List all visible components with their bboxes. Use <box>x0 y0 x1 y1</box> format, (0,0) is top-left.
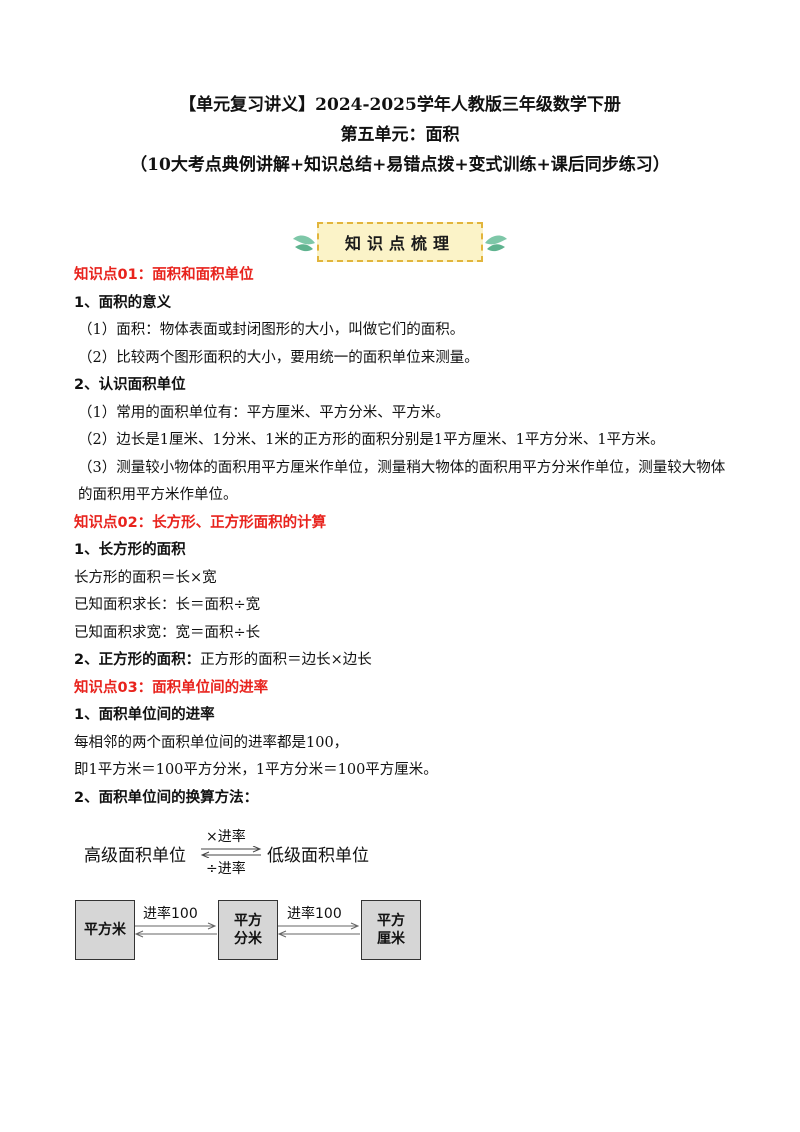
leaf-icon <box>292 235 315 252</box>
kp3-sub2-title: 2、面积单位间的换算方法： <box>74 789 259 806</box>
header-line-3: （10大考点典例讲解+知识总结+易错点拨+变式训练+课后同步练习） <box>130 155 670 175</box>
flow-rate-label: 进率100 <box>287 906 342 922</box>
kp3-line: 即1平方米＝100平方分米，1平方分米＝100平方厘米。 <box>74 762 438 778</box>
multiply-label: ×进率 <box>206 829 246 845</box>
kp2-sub2-title: 2、正方形的面积： <box>74 652 201 668</box>
kp2-sub2-text: 正方形的面积＝边长×边长 <box>200 652 372 668</box>
kp2-line: 长方形的面积＝长×宽 <box>74 569 217 586</box>
flow-box-label: 平方 <box>234 913 262 929</box>
kp2-line: 已知面积求长：长＝面积÷宽 <box>74 597 261 613</box>
conversion-diagram: 高级面积单位 ×进率 ÷进率 低级面积单位 <box>84 826 404 877</box>
kp1-sub2-title: 2、认识面积单位 <box>74 377 186 393</box>
double-arrow-icon <box>200 846 262 858</box>
flow-box-square-meter: 平方米 <box>75 900 135 960</box>
kp1-sub2-item: （1）常用的面积单位有：平方厘米、平方分米、平方米。 <box>78 404 450 421</box>
divide-label: ÷进率 <box>206 861 246 877</box>
flow-box-label: 平方 <box>377 913 405 929</box>
kp2-sub1-title: 1、长方形的面积 <box>74 542 186 558</box>
kp3-title: 知识点03：面积单位间的进率 <box>74 679 269 696</box>
low-unit-label: 低级面积单位 <box>267 846 369 866</box>
kp1-sub2-item: （2）边长是1厘米、1分米、1米的正方形的面积分别是1平方厘米、1平方分米、1平… <box>78 432 665 448</box>
content-body: 知识点01：面积和面积单位 1、面积的意义 （1）面积：物体表面或封闭图形的大小… <box>74 262 734 812</box>
badge-label: 知识点梳理 <box>316 222 483 262</box>
kp2-line: 已知面积求宽：宽＝面积÷长 <box>74 624 261 641</box>
kp1-sub2-item: （3）测量较小物体的面积用平方厘米作单位，测量稍大物体的面积用平方分米作单位，测… <box>78 459 726 504</box>
kp1-title: 知识点01：面积和面积单位 <box>74 267 254 283</box>
flow-box-label: 平方米 <box>84 922 126 938</box>
kp3-line: 每相邻的两个面积单位间的进率都是100， <box>74 734 349 751</box>
kp1-sub1-item: （2）比较两个图形面积的大小，要用统一的面积单位来测量。 <box>78 349 479 366</box>
flow-rate-label: 进率100 <box>143 906 198 922</box>
kp1-sub1-item: （1）面积：物体表面或封闭图形的大小，叫做它们的面积。 <box>78 322 465 338</box>
leaf-icon <box>485 235 507 252</box>
header-line-1: 【单元复习讲义】2024-2025学年人教版三年级数学下册 <box>179 95 621 115</box>
flow-box-square-centimeter: 平方厘米 <box>361 900 421 960</box>
flow-box-square-decimeter: 平方分米 <box>218 900 278 960</box>
kp2-title: 知识点02：长方形、正方形面积的计算 <box>74 514 327 531</box>
kp3-sub1-title: 1、面积单位间的进率 <box>74 707 215 723</box>
kp1-sub1-title: 1、面积的意义 <box>74 294 172 311</box>
high-unit-label: 高级面积单位 <box>84 846 186 866</box>
flow-box-label: 分米 <box>234 931 262 947</box>
document-header: 【单元复习讲义】2024-2025学年人教版三年级数学下册 第五单元：面积 （1… <box>0 90 800 180</box>
section-badge: 知识点梳理 <box>0 222 800 262</box>
header-line-2: 第五单元：面积 <box>340 125 460 145</box>
flow-box-label: 厘米 <box>377 931 405 947</box>
